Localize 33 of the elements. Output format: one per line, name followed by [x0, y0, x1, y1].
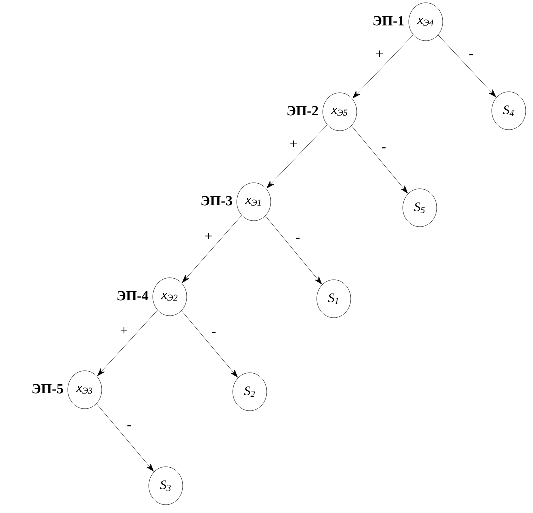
circle-node: x$_{Э4}$ — [408, 2, 444, 42]
circle-node: x$_{Э5}$ — [322, 92, 358, 132]
edge-label: - — [210, 331, 218, 337]
circle-node: x$_{Э3}$ — [68, 370, 102, 410]
edge-label: + — [204, 232, 214, 242]
node-label: ЭП-2 — [288, 106, 318, 116]
edge-label: - — [468, 53, 475, 60]
circle-node: S$_{2}$ — [232, 372, 268, 412]
node-label: ЭП-3 — [202, 196, 232, 206]
circle-node: S$_{5}$ — [402, 188, 438, 228]
arrow — [96, 404, 154, 472]
arrow — [352, 34, 414, 99]
node-label: ЭП-4 — [118, 291, 149, 301]
circle-node: S$_{3}$ — [148, 466, 184, 506]
arrow — [182, 215, 242, 284]
edge-label: + — [374, 50, 385, 60]
edge-label: + — [119, 326, 130, 336]
arrow — [266, 124, 328, 189]
edge-label: - — [126, 424, 133, 430]
circle-node: S$_{1}$ — [316, 280, 352, 318]
arrow — [352, 126, 408, 194]
circle-node: x$_{Э1}$ — [236, 182, 272, 222]
edge-label: - — [380, 146, 388, 152]
arrow — [182, 310, 238, 378]
node-label: ЭП-5 — [32, 384, 64, 394]
arrow — [98, 310, 158, 376]
edge-label: - — [294, 236, 302, 243]
circle-node: x$_{Э2}$ — [152, 278, 188, 316]
node-label: ЭП-1 — [374, 16, 404, 26]
edge-label: + — [288, 140, 299, 150]
circle-node: S$_{4}$ — [492, 92, 526, 130]
arrow — [438, 35, 496, 98]
arrow — [265, 216, 322, 285]
